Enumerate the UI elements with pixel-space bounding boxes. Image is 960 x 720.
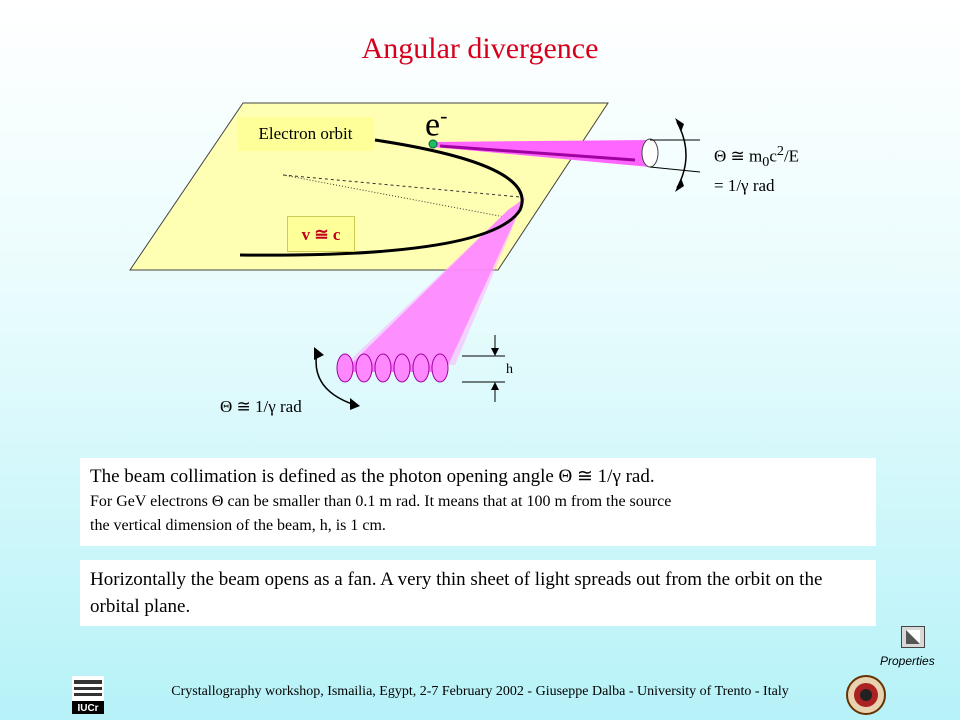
electron-orbit — [239, 138, 524, 257]
collimation-text-box: The beam collimation is defined as the p… — [80, 458, 876, 546]
electron-symbol: e — [425, 106, 441, 144]
angle-arc-top — [676, 121, 687, 189]
arrow-top-2 — [675, 178, 684, 192]
tangent-beam-dark — [439, 144, 636, 162]
electron-orbit-label: Electron orbit — [237, 117, 374, 151]
theta-top-label: Θ ≅ m0c2/E = 1/γ rad — [714, 140, 799, 197]
theta-bottom-label: Θ ≅ 1/γ rad — [220, 397, 302, 416]
university-seal-logo — [846, 675, 886, 715]
fan-beam-ends — [336, 353, 449, 383]
collimation-line-2: For GeV electrons Θ can be smaller than … — [90, 493, 672, 510]
properties-button[interactable] — [901, 626, 925, 648]
svg-text:IUCr: IUCr — [77, 703, 98, 714]
dotted-line-2 — [282, 174, 511, 219]
h-label: h — [506, 362, 513, 377]
theta-top-line2: = 1/γ rad — [714, 176, 775, 196]
properties-label: Properties — [880, 654, 935, 668]
fan-beam-shade — [348, 198, 525, 365]
tangent-beam-end — [641, 138, 659, 168]
arrow-bottom-1 — [314, 347, 324, 360]
dashed-line-1 — [282, 174, 521, 198]
collimation-line-1: The beam collimation is defined as the p… — [90, 466, 655, 487]
iucr-logo: IUCr — [72, 676, 104, 714]
arrow-bottom-2 — [350, 398, 360, 410]
arrow-top-1 — [675, 118, 684, 132]
theta-top-line1: Θ ≅ m0c2/E — [714, 143, 800, 171]
electron-charge: - — [440, 103, 448, 128]
collimation-line-3: the vertical dimension of the beam, h, i… — [90, 517, 386, 534]
properties-icon — [906, 630, 920, 644]
angular-divergence-diagram — [129, 102, 701, 410]
slide-title: Angular divergence — [361, 32, 599, 65]
angle-tick-top-b — [649, 166, 701, 173]
footer-credit: Crystallography workshop, Ismailia, Egyp… — [171, 684, 789, 699]
electron-label: e- — [425, 103, 447, 144]
fan-text-box: Horizontally the beam opens as a fan. A … — [80, 560, 876, 626]
electron-dot — [428, 139, 438, 149]
velocity-label: v ≅ c — [287, 216, 355, 252]
